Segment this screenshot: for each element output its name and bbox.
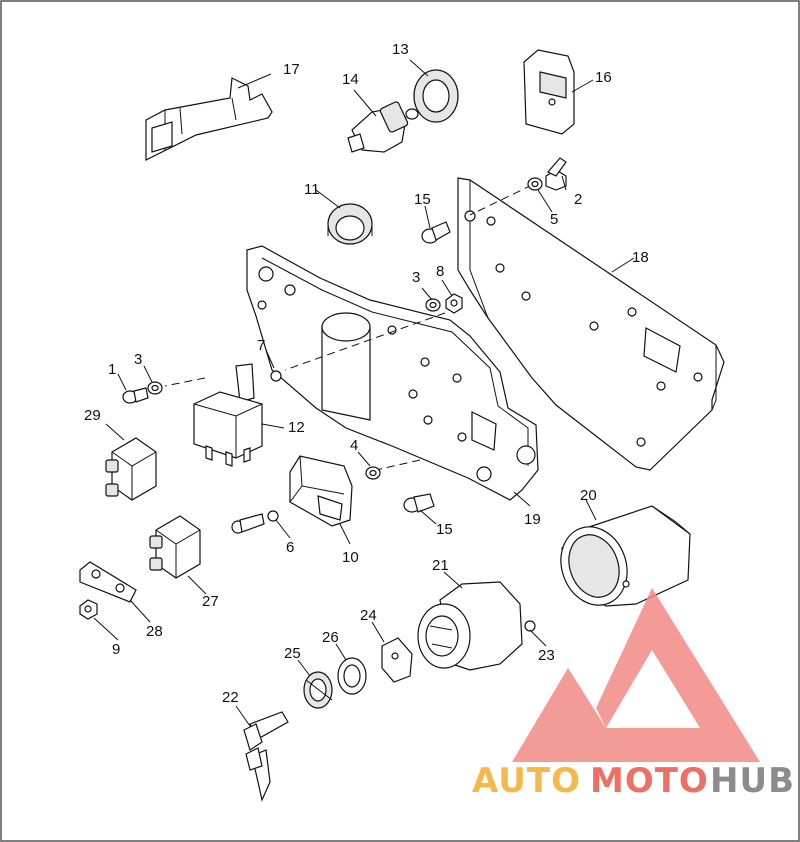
part-27-circuit-breaker <box>149 515 201 579</box>
part-4-washer <box>365 466 381 480</box>
part-14-sensor <box>347 101 419 153</box>
part-22-keys <box>243 711 289 802</box>
part-25-nut-ring <box>303 671 333 709</box>
callout-21: 21 <box>432 557 449 574</box>
alignment-line <box>469 184 533 216</box>
part-28-strap <box>79 561 137 603</box>
part-8-nut <box>445 293 463 314</box>
callout-20: 20 <box>580 487 597 504</box>
part-3-washer-left <box>147 381 163 395</box>
part-24-plate <box>381 637 413 683</box>
callout-16: 16 <box>595 69 612 86</box>
part-5-washer <box>527 177 543 191</box>
part-12-relay <box>193 363 263 467</box>
part-10-relay-bracket <box>289 455 353 527</box>
part-21-ignition-switch <box>417 581 523 671</box>
alignment-line <box>164 377 206 387</box>
part-23-screw <box>524 620 536 632</box>
callout-9: 9 <box>112 641 120 658</box>
callout-7: 7 <box>257 337 265 354</box>
part-15-pin-lower <box>403 493 435 513</box>
callout-3-left: 3 <box>134 351 142 368</box>
part-9-nut <box>79 599 98 620</box>
callout-11: 11 <box>304 181 320 198</box>
callout-15-lower: 15 <box>436 521 453 538</box>
part-20-sleeve <box>560 505 691 607</box>
part-29-circuit-breaker <box>105 437 157 501</box>
part-7-washer <box>270 370 282 382</box>
callout-18: 18 <box>632 249 649 266</box>
part-17-hook-bracket <box>145 77 273 161</box>
alignment-line <box>375 459 421 471</box>
part-1-screw <box>122 387 149 404</box>
callout-19: 19 <box>524 511 541 528</box>
watermark-auto: AUTO <box>472 761 581 801</box>
part-18-mounting-plate <box>457 177 725 471</box>
callout-25: 25 <box>284 645 301 662</box>
callout-2: 2 <box>574 191 582 208</box>
part-19-bracket <box>246 245 539 501</box>
callout-22: 22 <box>222 689 239 706</box>
callout-13: 13 <box>392 41 409 58</box>
part-15-pin <box>421 221 451 244</box>
part-16-connector <box>523 49 575 135</box>
callout-29: 29 <box>84 407 101 424</box>
callout-17: 17 <box>283 61 300 78</box>
part-13-washer <box>413 69 459 123</box>
callout-5: 5 <box>550 211 558 228</box>
callout-10: 10 <box>342 549 359 566</box>
watermark-logo <box>512 588 760 762</box>
callout-26: 26 <box>322 629 339 646</box>
callout-labels: 17 13 14 16 2 5 11 15 18 3 8 7 1 3 12 4 … <box>84 41 649 706</box>
callout-4: 4 <box>350 437 358 454</box>
callout-6: 6 <box>286 539 294 556</box>
callout-14: 14 <box>342 71 359 88</box>
callout-12: 12 <box>288 419 305 436</box>
leader-lines <box>93 59 635 727</box>
part-11-grommet <box>327 203 373 245</box>
callout-15-upper: 15 <box>414 191 431 208</box>
callout-1: 1 <box>108 361 116 378</box>
watermark-logo-mark <box>512 588 760 762</box>
part-3-washer <box>425 298 441 312</box>
part-2-bolt <box>545 157 567 191</box>
watermark-text: AUTO MOTO HUB <box>472 761 795 801</box>
watermark-moto: MOTO <box>590 761 709 801</box>
callout-23: 23 <box>538 647 555 664</box>
callout-28: 28 <box>146 623 163 640</box>
callout-8: 8 <box>436 263 444 280</box>
alignment-line <box>284 312 446 371</box>
callout-27: 27 <box>202 593 219 610</box>
callout-24: 24 <box>360 607 377 624</box>
part-6-screw <box>231 510 279 534</box>
part-26-washer <box>337 657 367 695</box>
watermark-hub: HUB <box>710 761 795 801</box>
callout-3-upper: 3 <box>412 269 420 286</box>
